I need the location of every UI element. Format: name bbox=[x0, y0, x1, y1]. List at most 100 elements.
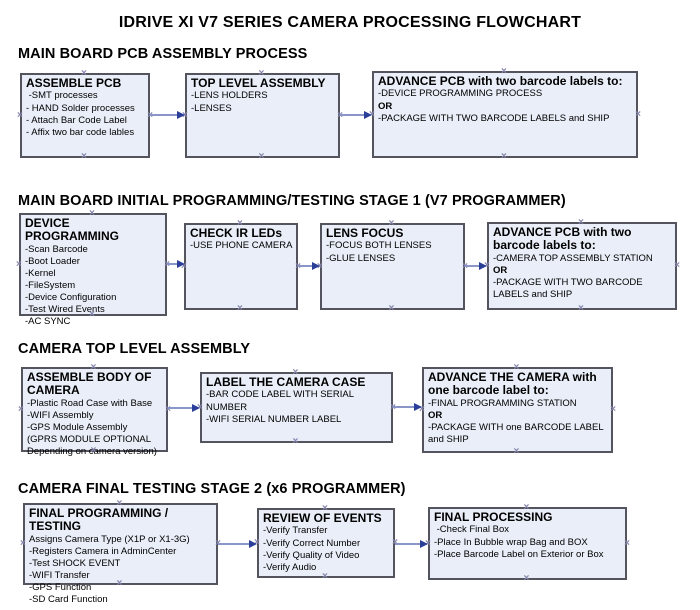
connection-point-mark: × bbox=[674, 260, 680, 271]
flow-box-advance-pcb-two-labels: ADVANCE PCB with two barcode labels to: … bbox=[369, 67, 641, 162]
box-item: -USE PHONE CAMERA bbox=[190, 240, 293, 252]
section-heading-camera-top-assembly: CAMERA TOP LEVEL ASSEMBLY bbox=[18, 341, 251, 357]
box-item: -PACKAGE WITH TWO BARCODE LABELS and SHI… bbox=[493, 277, 646, 301]
box-item: -WIFI Assembly bbox=[27, 409, 94, 421]
box-title: TOP LEVEL ASSEMBLY bbox=[191, 76, 326, 90]
box-item: - Attach Bar Code Label bbox=[26, 114, 127, 126]
flow-box-advance-camera-one-label: ADVANCE THE CAMERA with one barcode labe… bbox=[419, 363, 616, 457]
flow-box-advance-pcb-stage1-exit: ADVANCE PCB with two barcode labels to: … bbox=[484, 218, 680, 314]
box-item-list: -USE PHONE CAMERA bbox=[186, 240, 296, 252]
box-item: -GLUE LENSES bbox=[326, 252, 396, 264]
box-item: OR bbox=[428, 409, 443, 421]
flow-arrow bbox=[218, 540, 257, 548]
box-item-list: -Check Final Box-Place In Bubble wrap Ba… bbox=[430, 524, 625, 560]
box-item: (GPRS MODULE OPTIONAL bbox=[27, 434, 152, 446]
flow-box-review-of-events: REVIEW OF EVENTS -Verify Transfer-Verify… bbox=[254, 504, 398, 582]
box-title: ADVANCE PCB with two barcode labels to: bbox=[493, 225, 632, 253]
box-item: Depending on camera version) bbox=[27, 446, 157, 458]
box-title: LABEL THE CAMERA CASE bbox=[206, 375, 366, 389]
box-title: ASSEMBLE BODY OF CAMERA bbox=[27, 370, 152, 398]
box-item: -Test SHOCK EVENT bbox=[29, 558, 121, 569]
box-item: -Scan Barcode bbox=[25, 243, 88, 255]
box-item: -BAR CODE LABEL WITH SERIAL NUMBER bbox=[206, 389, 357, 413]
box-item: -Verify Correct Number bbox=[263, 537, 361, 549]
flow-arrow bbox=[167, 260, 185, 268]
connection-point-mark: × bbox=[501, 151, 507, 162]
box-item: -Registers Camera in AdminCenter bbox=[29, 545, 177, 557]
box-item-list: -Verify Transfer-Verify Correct Number-V… bbox=[259, 525, 393, 573]
section-heading-programming-stage1: MAIN BOARD INITIAL PROGRAMMING/TESTING S… bbox=[18, 193, 566, 209]
box-item: -Boot Loader bbox=[25, 255, 80, 267]
box-item: -Verify Audio bbox=[263, 561, 317, 573]
box-title: DEVICE PROGRAMMING bbox=[25, 216, 119, 244]
box-item-list: -SMT processes- HAND Solder processes- A… bbox=[22, 90, 148, 138]
connection-point-mark: × bbox=[81, 151, 87, 162]
box-item-list: -Scan Barcode-Boot Loader-Kernel-FileSys… bbox=[21, 244, 165, 328]
box-item: OR bbox=[493, 264, 508, 276]
box-title: LENS FOCUS bbox=[326, 226, 404, 240]
box-item: -SMT processes bbox=[26, 90, 98, 102]
flow-arrow bbox=[393, 403, 422, 411]
connection-point-mark: × bbox=[237, 303, 243, 314]
page-title: IDRIVE XI V7 SERIES CAMERA PROCESSING FL… bbox=[118, 14, 582, 31]
connection-point-mark: × bbox=[292, 436, 299, 447]
connection-point-mark: × bbox=[165, 403, 171, 415]
box-item: -FOCUS BOTH LENSES bbox=[326, 240, 432, 252]
box-item: -PACKAGE WITH TWO BARCODE LABELS and SHI… bbox=[378, 112, 610, 124]
box-item: - Affix two bar code lables bbox=[26, 126, 135, 138]
box-title: REVIEW OF EVENTS bbox=[263, 511, 382, 525]
box-item: -FINAL PROGRAMMING STATION bbox=[428, 397, 577, 409]
box-item: -Verify Transfer bbox=[263, 525, 328, 537]
flow-box-top-level-assembly: TOP LEVEL ASSEMBLY -LENS HOLDERS-LENSES … bbox=[182, 69, 343, 162]
flow-box-lens-focus: LENS FOCUS -FOCUS BOTH LENSES-GLUE LENSE… bbox=[317, 219, 468, 314]
flow-arrow bbox=[298, 262, 320, 270]
box-item: -Verify Quality of Video bbox=[263, 549, 360, 561]
section-heading-pcb-assembly: MAIN BOARD PCB ASSEMBLY PROCESS bbox=[18, 46, 308, 62]
box-item: -Check Final Box bbox=[434, 524, 509, 536]
box-item: -LENS HOLDERS bbox=[191, 90, 268, 102]
box-item: - HAND Solder processes bbox=[26, 102, 135, 114]
flow-box-check-ir-leds: CHECK IR LEDs -USE PHONE CAMERA ×××× bbox=[181, 219, 301, 314]
box-title: FINAL PROCESSING bbox=[434, 510, 553, 524]
flow-box-final-processing: FINAL PROCESSING -Check Final Box-Place … bbox=[425, 503, 630, 584]
flow-box-assemble-pcb: ASSEMBLE PCB -SMT processes- HAND Solder… bbox=[17, 69, 153, 162]
connection-point-mark: × bbox=[388, 303, 395, 314]
section-heading-final-testing-stage2: CAMERA FINAL TESTING STAGE 2 (x6 PROGRAM… bbox=[18, 481, 406, 497]
box-item: -Place Barcode Label on Exterior or Box bbox=[434, 548, 604, 560]
flow-arrow bbox=[168, 404, 200, 412]
flow-arrow bbox=[150, 111, 185, 119]
box-item: -WIFI SERIAL NUMBER LABEL bbox=[206, 413, 342, 425]
box-item: -WIFI Transfer bbox=[29, 570, 90, 582]
box-item: -DEVICE PROGRAMMING PROCESS bbox=[378, 88, 543, 100]
box-item: -CAMERA TOP ASSEMBLY STATION bbox=[493, 252, 653, 264]
box-item-list: Assigns Camera Type (X1P or X1-3G)-Regis… bbox=[25, 534, 216, 606]
box-item: -GPS Module Assembly bbox=[27, 422, 128, 433]
box-item: -AC SYNC bbox=[25, 316, 71, 328]
flow-box-final-programming-testing: FINAL PROGRAMMING / TESTING Assigns Came… bbox=[20, 499, 221, 606]
box-title: ASSEMBLE PCB bbox=[26, 76, 122, 90]
connection-point-mark: × bbox=[635, 108, 641, 120]
box-item-list: -LENS HOLDERS-LENSES bbox=[187, 90, 338, 114]
flow-box-device-programming: DEVICE PROGRAMMING -Scan Barcode-Boot Lo… bbox=[16, 209, 170, 328]
flow-box-assemble-body-of-camera: ASSEMBLE BODY OF CAMERA -Plastic Road Ca… bbox=[18, 363, 171, 458]
box-title: ADVANCE THE CAMERA with one barcode labe… bbox=[428, 370, 597, 398]
box-item: -FileSystem bbox=[25, 280, 76, 292]
box-item: -Test Wired Events bbox=[25, 304, 105, 316]
box-item: -LENSES bbox=[191, 102, 232, 114]
connection-point-mark: × bbox=[624, 537, 630, 549]
box-item: -GPS Function bbox=[29, 582, 92, 594]
box-item: -Device Configuration bbox=[25, 292, 117, 304]
flow-arrow bbox=[340, 111, 372, 119]
box-item: -SD Card Function bbox=[29, 594, 108, 606]
connection-point-mark: × bbox=[578, 303, 584, 314]
box-item: OR bbox=[378, 100, 393, 112]
connection-point-mark: × bbox=[513, 446, 520, 457]
connection-point-mark: × bbox=[523, 573, 530, 584]
connection-point-mark: × bbox=[610, 404, 616, 415]
connection-point-mark: × bbox=[258, 151, 265, 162]
box-title: CHECK IR LEDs bbox=[190, 226, 283, 240]
